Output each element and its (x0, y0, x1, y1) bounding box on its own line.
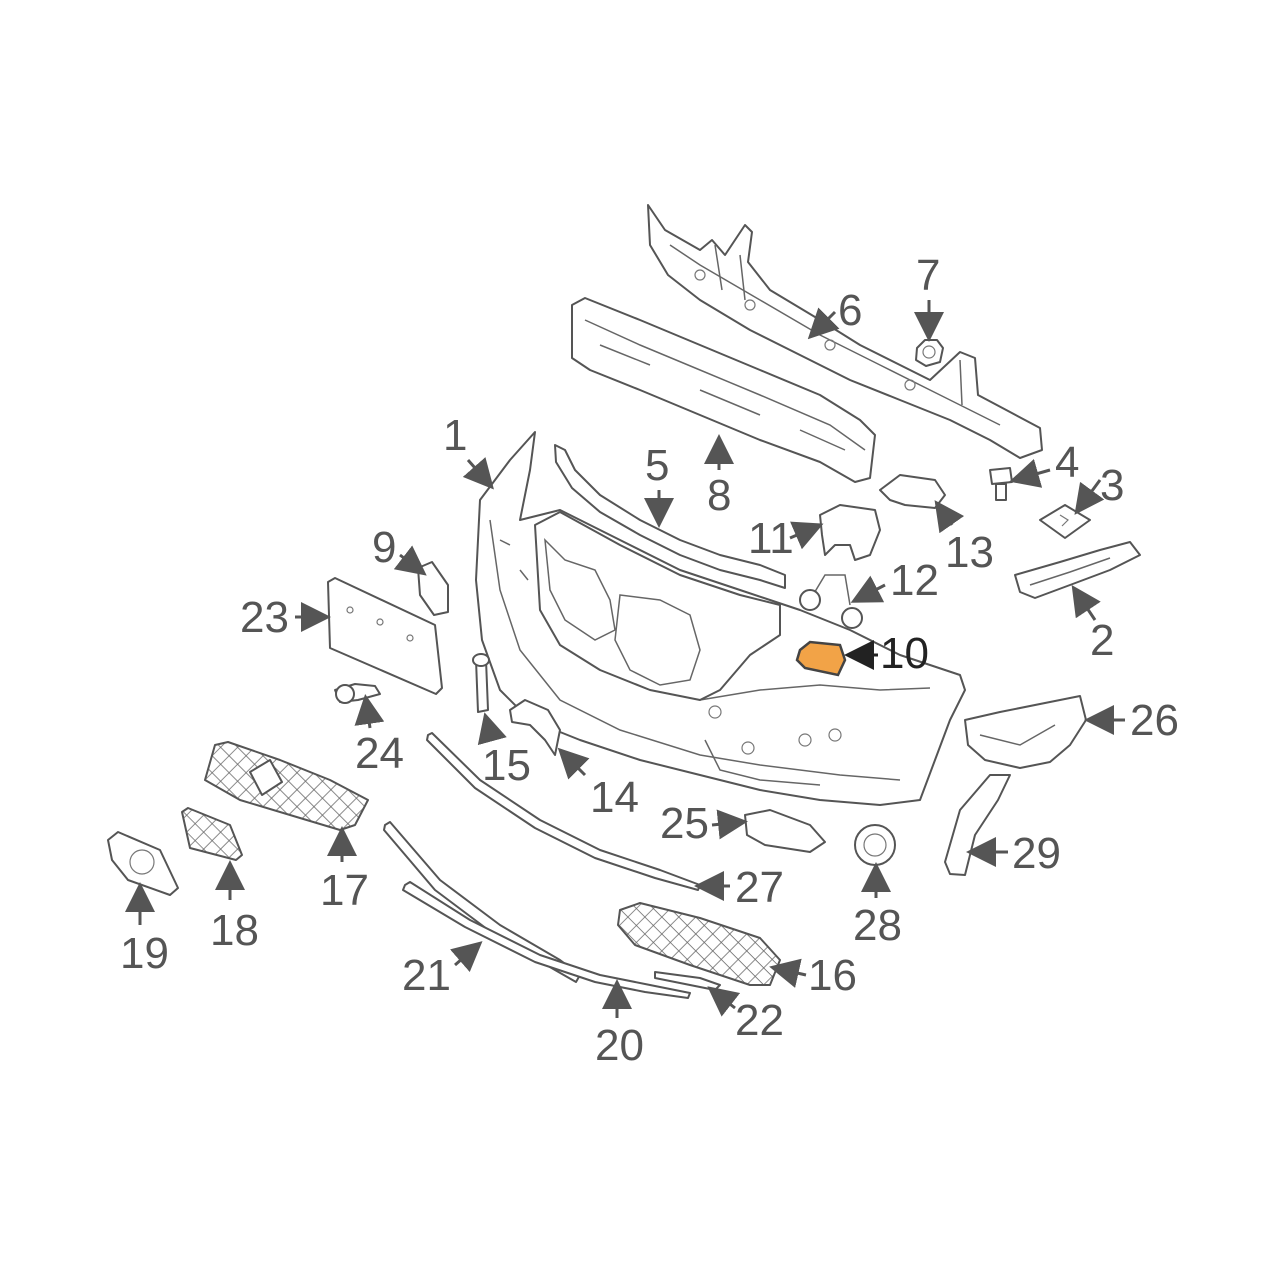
part-16-grille (617, 902, 781, 986)
svg-text:12: 12 (890, 556, 939, 605)
callout-1: 1 (443, 411, 494, 490)
part-18-grille (181, 807, 243, 861)
callout-24: 24 (354, 694, 404, 778)
callout-18: 18 (210, 860, 259, 955)
callout-26: 26 (1084, 696, 1179, 745)
callout-25: 25 (660, 799, 748, 848)
callout-13: 13 (934, 500, 994, 577)
svg-text:4: 4 (1055, 438, 1079, 487)
part-13-bracket (879, 474, 946, 509)
callout-27: 27 (694, 863, 784, 912)
callout-16: 16 (769, 951, 857, 1000)
callout-29: 29 (966, 829, 1061, 878)
part-17-grille (204, 741, 369, 831)
svg-text:2: 2 (1090, 616, 1114, 665)
part-2-guide (1014, 541, 1141, 599)
callout-11: 11 (748, 514, 824, 563)
svg-text:5: 5 (645, 441, 669, 490)
callout-4: 4 (1009, 438, 1079, 488)
callout-19: 19 (120, 882, 169, 978)
svg-text:16: 16 (808, 951, 857, 1000)
part-4-bolt (989, 467, 1013, 501)
svg-text:29: 29 (1012, 829, 1061, 878)
svg-text:1: 1 (443, 411, 467, 460)
callout-22: 22 (707, 986, 784, 1045)
part-25-cover (744, 809, 826, 853)
callout-21: 21 (402, 941, 483, 1000)
callout-2: 2 (1071, 585, 1114, 665)
svg-text:10: 10 (880, 629, 929, 678)
callout-15: 15 (477, 712, 531, 790)
svg-text:19: 19 (120, 929, 169, 978)
svg-text:8: 8 (707, 471, 731, 520)
callout-3: 3 (1074, 461, 1124, 515)
part-12-clip (799, 574, 863, 629)
part-14-bracket (509, 699, 561, 756)
part-10-washer-cover (795, 640, 847, 677)
callout-28: 28 (853, 862, 902, 950)
part-29-reflector (944, 774, 1011, 876)
part-28-fog-light (854, 824, 896, 866)
part-9-bracket (417, 561, 449, 616)
callout-14: 14 (557, 747, 639, 822)
part-11-bracket (819, 504, 881, 561)
svg-text:17: 17 (320, 866, 369, 915)
svg-text:11: 11 (748, 514, 794, 563)
svg-text:15: 15 (482, 741, 531, 790)
callout-8: 8 (704, 434, 734, 520)
part-15-pin (472, 653, 490, 713)
svg-text:7: 7 (916, 251, 940, 300)
part-23-license-plate-base (327, 577, 443, 695)
callout-6: 6 (807, 286, 862, 340)
part-7-nut (915, 339, 944, 367)
svg-text:27: 27 (735, 863, 784, 912)
callout-9: 9 (372, 523, 427, 576)
part-26-air-duct (964, 695, 1087, 769)
svg-text:28: 28 (853, 901, 902, 950)
svg-text:13: 13 (945, 528, 994, 577)
callout-20: 20 (595, 979, 644, 1070)
svg-text:3: 3 (1100, 461, 1124, 510)
part-5-trim-strip (554, 444, 786, 589)
part-8-energy-absorber (571, 297, 876, 483)
svg-text:26: 26 (1130, 696, 1179, 745)
callout-5: 5 (644, 441, 674, 528)
svg-text:20: 20 (595, 1021, 644, 1070)
svg-text:25: 25 (660, 799, 709, 848)
callout-10: 10 (844, 629, 929, 678)
kidney-grille (534, 511, 781, 701)
svg-text:23: 23 (240, 593, 289, 642)
svg-text:22: 22 (735, 996, 784, 1045)
part-24-screw (334, 683, 381, 704)
callout-17: 17 (320, 826, 369, 915)
svg-text:21: 21 (402, 951, 451, 1000)
svg-text:6: 6 (838, 286, 862, 335)
part-20-trim (402, 881, 691, 999)
svg-text:24: 24 (355, 729, 404, 778)
callout-12: 12 (850, 556, 939, 605)
svg-text:14: 14 (590, 773, 639, 822)
part-3-clip (1039, 504, 1091, 539)
callout-23: 23 (240, 593, 331, 642)
svg-text:9: 9 (372, 523, 396, 572)
svg-text:18: 18 (210, 906, 259, 955)
callout-7: 7 (914, 251, 944, 342)
part-19-fog-frame (107, 831, 179, 896)
